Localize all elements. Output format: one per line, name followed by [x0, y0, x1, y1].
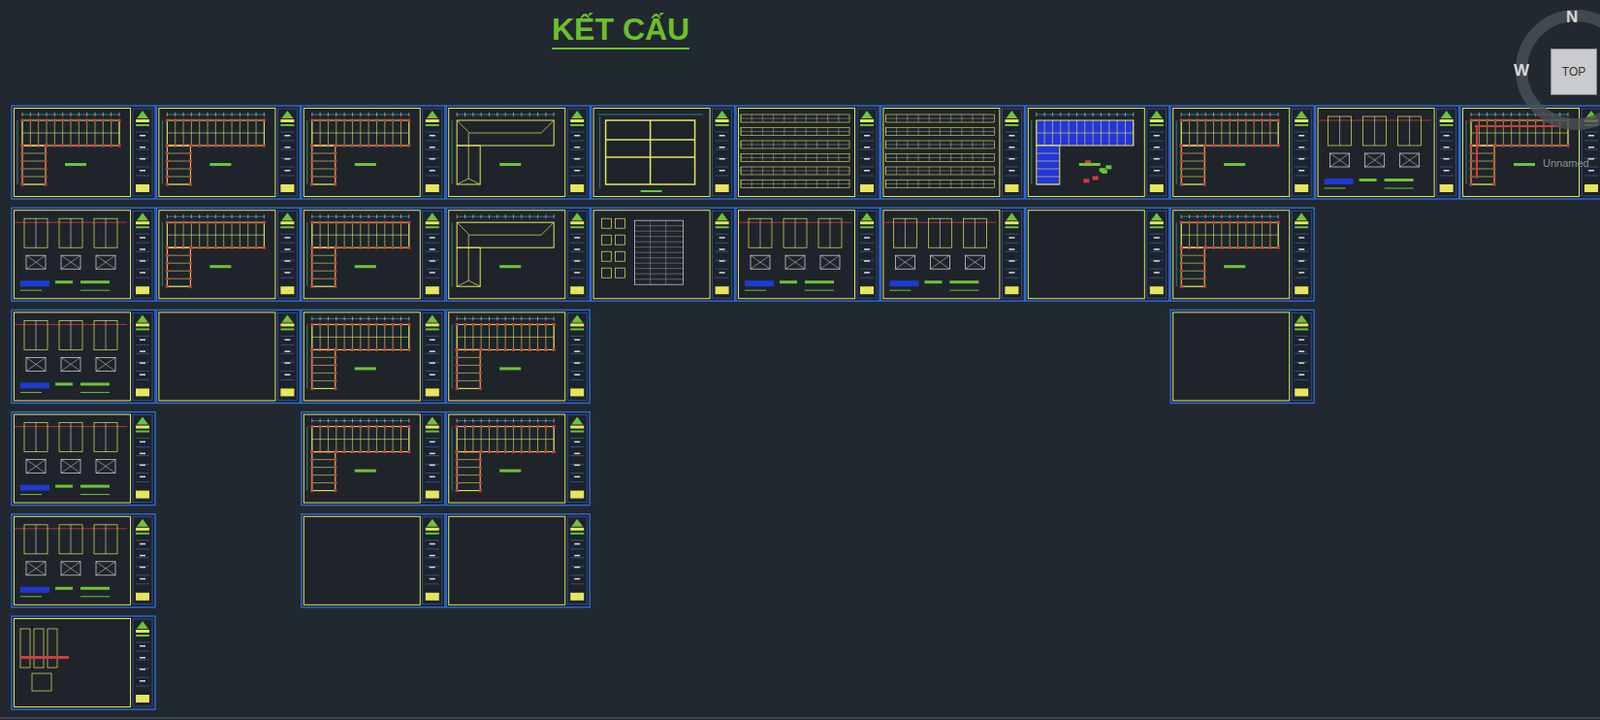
drawing-sheet: [446, 309, 590, 403]
viewcube-label: TOP: [1562, 64, 1586, 79]
drawing-sheet: [1315, 105, 1460, 199]
drawing-sheet: [11, 105, 156, 199]
drawing-sheet: [11, 412, 156, 506]
viewcube-ring: [1521, 15, 1600, 125]
drawing-sheet: [736, 105, 880, 199]
drawing-sheet: [446, 105, 590, 199]
drawing-sheet: [301, 207, 446, 301]
drawing-sheet: [591, 105, 736, 199]
drawing-sheet: [301, 309, 446, 403]
drawing-sheet: [301, 513, 446, 608]
drawing-sheet: [446, 207, 590, 301]
drawing-sheet: [880, 207, 1024, 301]
sheet-set-title: KẾT CẤU: [551, 11, 690, 50]
drawing-sheet: [156, 309, 300, 403]
drawing-sheet: [11, 309, 156, 403]
drawing-sheet: [301, 105, 446, 199]
drawing-sheet: [591, 207, 736, 301]
drawing-sheet: [736, 207, 880, 301]
drawing-sheet: [301, 412, 446, 506]
drawing-sheet: [446, 513, 590, 608]
drawing-sheet: [11, 513, 156, 608]
model-edge: [0, 717, 1600, 719]
drawing-sheet: [1170, 309, 1314, 403]
drawing-sheet: [156, 207, 300, 301]
compass-letter: W: [1513, 61, 1530, 81]
drawing-sheet: [156, 105, 300, 199]
drawing-sheet: [880, 105, 1024, 199]
drawing-sheet: [1170, 207, 1314, 301]
compass-letter: N: [1566, 7, 1578, 28]
drawing-sheet: [11, 207, 156, 301]
drawing-sheet: [1025, 105, 1170, 199]
viewcube-face: TOP: [1550, 48, 1598, 96]
ucs-name: Unnamed: [1542, 157, 1590, 169]
drawing-sheet: [11, 615, 156, 709]
drawing-sheet: [1170, 105, 1314, 199]
drawing-sheet: [446, 412, 590, 506]
drawing-sheet: [1025, 207, 1170, 301]
